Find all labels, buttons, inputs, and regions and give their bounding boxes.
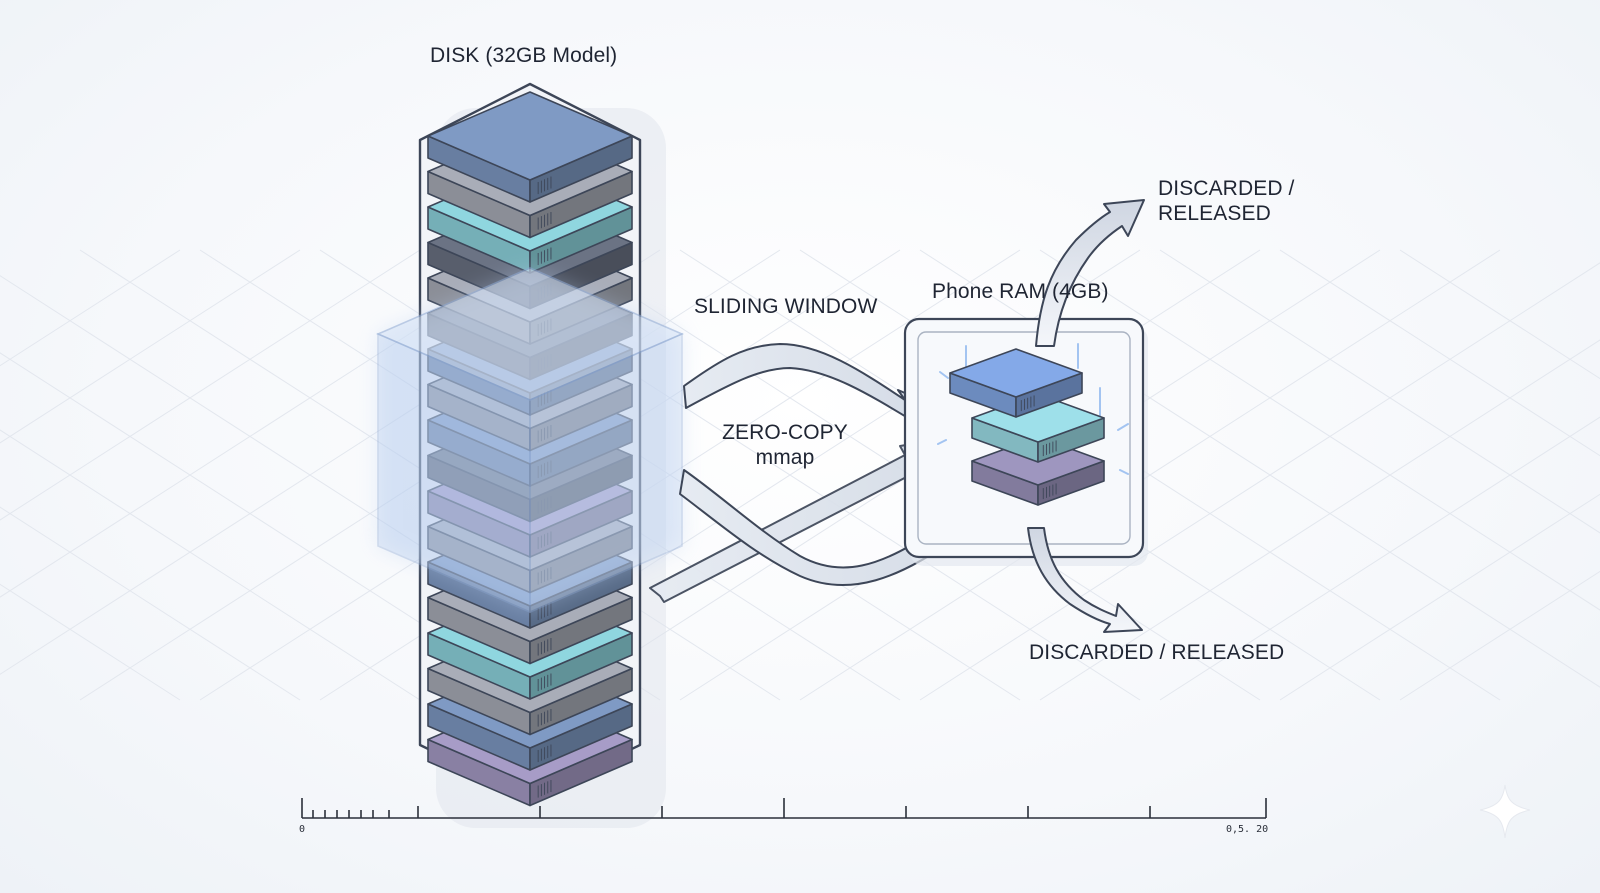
scale-end-label: 0,5. 20 [1226, 824, 1269, 835]
discard-arrows [1027, 199, 1145, 633]
grid-line [1399, 249, 1600, 380]
grid-line [0, 249, 181, 367]
grid-line [1159, 249, 1600, 534]
grid-line [1279, 493, 1600, 701]
grid-line [0, 506, 301, 701]
grid-line [0, 249, 301, 444]
ram-layer-stack [949, 348, 1105, 506]
grid-line [0, 249, 421, 521]
discarded-bottom-label: DISCARDED / RELEASED [1029, 641, 1285, 664]
discarded-top-line1: DISCARDED / [1158, 177, 1295, 200]
grid-line [0, 583, 181, 701]
sliding-window-left [377, 332, 531, 614]
grid-line [1399, 570, 1600, 701]
grid-line [1279, 249, 1600, 457]
ram-layer-1-top [949, 348, 1083, 398]
phone-ram-label: Phone RAM (4GB) [932, 280, 1109, 303]
sparkle-icon [1479, 784, 1531, 839]
discarded-top-line2: RELEASED [1158, 202, 1271, 225]
disk-layer-1 [427, 91, 633, 203]
sliding-window-cube [375, 267, 685, 614]
ram-glow-lines [937, 343, 1129, 475]
grid-line [0, 429, 421, 701]
zero-copy-label: ZERO-COPY mmap [710, 420, 860, 470]
sliding-window-top [375, 267, 685, 401]
disk-label: DISK (32GB Model) [430, 44, 618, 67]
grid-line [1039, 249, 1600, 611]
discard-arrow-down [1027, 527, 1143, 633]
zero-copy-line2: mmap [755, 446, 815, 469]
scale-bar [301, 798, 1267, 819]
discard-arrow-up [1035, 199, 1145, 347]
sliding-window-right [529, 332, 683, 614]
sliding-window-label: SLIDING WINDOW [694, 295, 878, 318]
zero-copy-line1: ZERO-COPY [722, 421, 848, 444]
discarded-top-label: DISCARDED / RELEASED [1158, 176, 1294, 226]
disk-layer-1-top [427, 91, 633, 181]
grid-line [1159, 416, 1600, 701]
phone-ram [903, 317, 1148, 566]
scale-start-label: 0 [299, 824, 306, 835]
ram-layer-1 [949, 348, 1083, 418]
